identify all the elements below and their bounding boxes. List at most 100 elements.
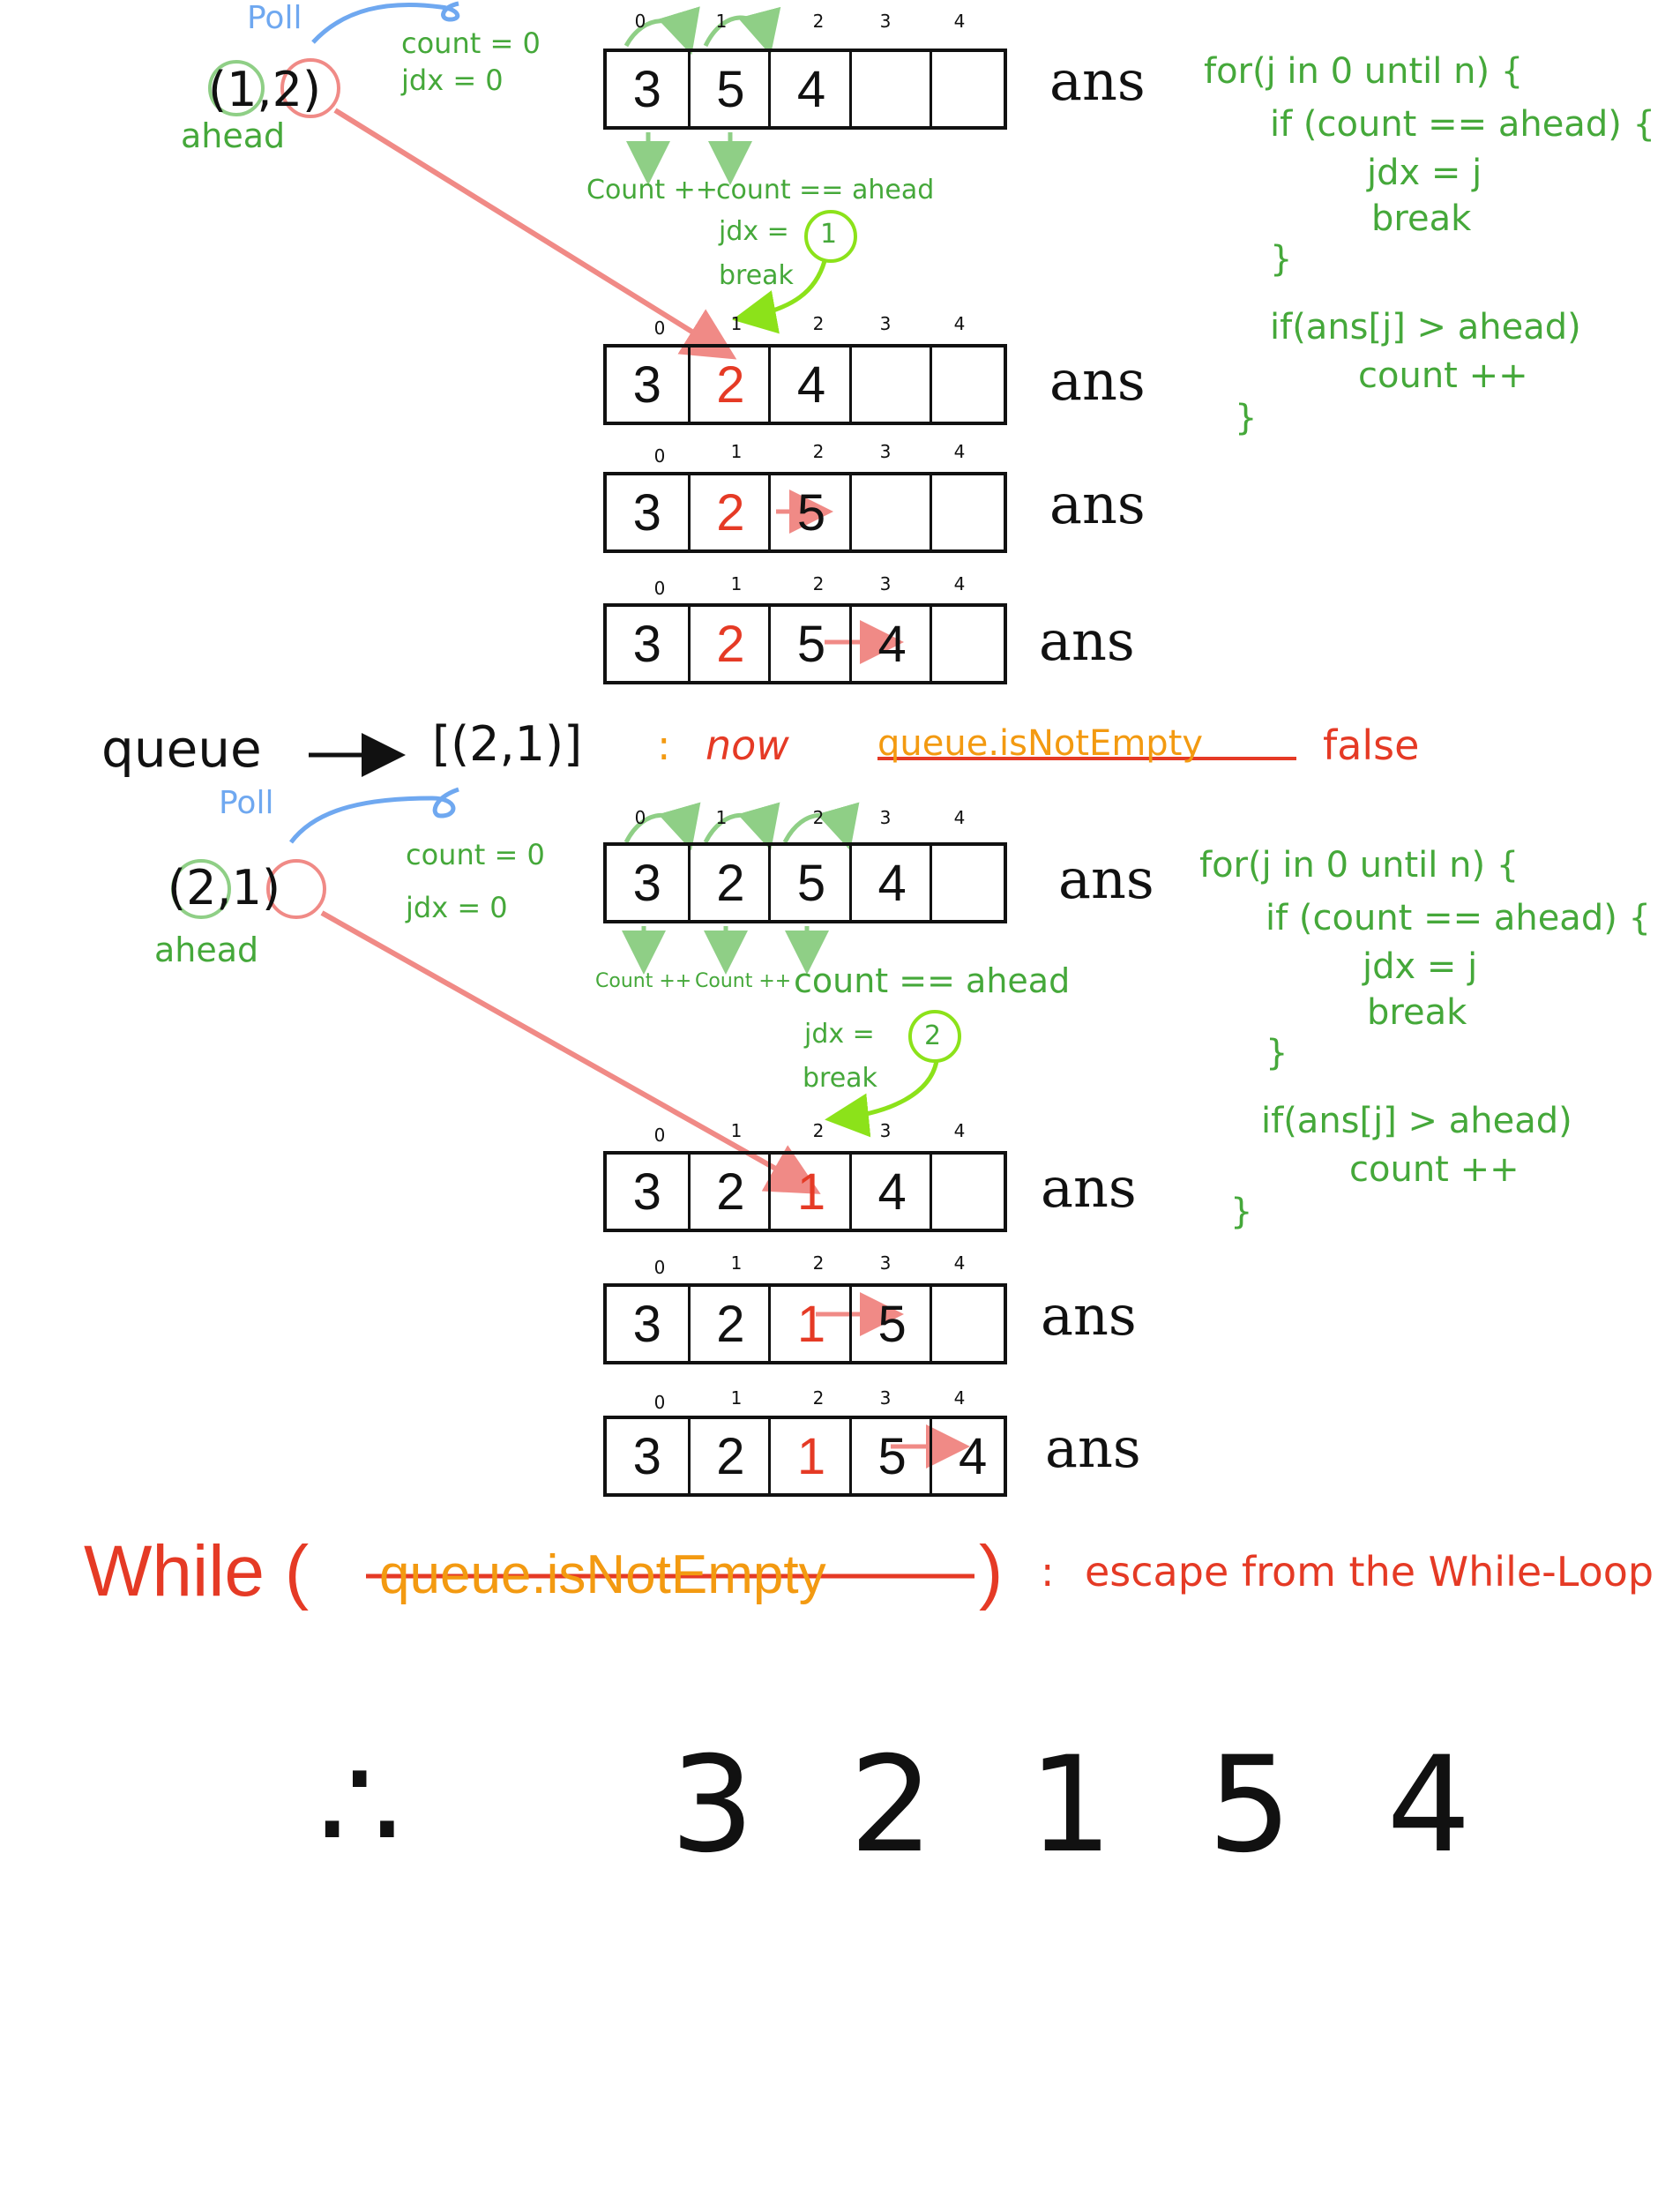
array-cell [930, 846, 1013, 920]
poll-label-bottom: Poll [219, 785, 274, 821]
array-cell-inserted: 1 [768, 1419, 852, 1493]
code-close1-bottom: } [1266, 1033, 1288, 1073]
array-cell: 4 [848, 607, 933, 681]
index-0: 0 [653, 1125, 666, 1146]
index-4: 4 [953, 807, 966, 828]
index-2: 2 [812, 313, 825, 334]
break-label-bottom: break [803, 1063, 877, 1094]
array-cell [930, 607, 1013, 681]
queue-content: [(2,1)] [432, 716, 583, 772]
cond-bottom: count == ahead [794, 961, 1071, 1000]
array-cell: 4 [768, 52, 852, 126]
index-2: 2 [812, 573, 825, 594]
ans-label: ans [1039, 609, 1135, 673]
array-cell-inserted: 2 [687, 607, 772, 681]
index-4: 4 [953, 1120, 966, 1141]
index-2: 2 [812, 1252, 825, 1274]
index-4: 4 [953, 1387, 966, 1409]
jdx-init-top: jdx = 0 [401, 64, 504, 97]
array-cell: 3 [632, 483, 661, 542]
cond-top: count == ahead [716, 175, 935, 206]
count-init-top: count = 0 [401, 26, 541, 60]
array-cell: 3 [632, 1427, 661, 1485]
code-close1-top: } [1270, 239, 1293, 280]
while-prefix: While ( [84, 1531, 310, 1611]
array-cell: 2 [687, 1419, 772, 1493]
code-if2-top: if(ans[j] > ahead) [1270, 307, 1581, 348]
array-cell: 4 [848, 846, 933, 920]
index-4: 4 [953, 313, 966, 334]
queue-label: queue [101, 719, 262, 779]
array-cell [848, 348, 933, 422]
target-circle-bottom [266, 859, 326, 919]
ans-label: ans [1045, 1416, 1141, 1480]
count-inc2-bottom: Count ++ [695, 970, 792, 992]
index-1: 1 [730, 313, 743, 334]
index-3: 3 [879, 313, 892, 334]
poll-curve-top [311, 1, 460, 44]
array-cell: 5 [687, 52, 772, 126]
therefore-symbol: ∴ [317, 1729, 402, 1882]
queue-colon: : [657, 721, 671, 769]
scan-hop-0-1-b [623, 802, 701, 851]
code-for-top: for(j in 0 until n) { [1204, 51, 1524, 92]
index-2: 2 [812, 11, 825, 32]
index-3: 3 [879, 807, 892, 828]
jdx-to-slot-arrow-top [732, 260, 827, 334]
code-count-bottom: count ++ [1349, 1149, 1519, 1190]
code-count-top: count ++ [1358, 355, 1528, 396]
array-cell: 5 [848, 1419, 933, 1493]
ans-label: ans [1041, 1283, 1137, 1348]
code-jdx-bottom: jdx = j [1363, 946, 1478, 987]
count-inc-top: Count ++ [586, 175, 718, 206]
ahead-label-bottom: ahead [154, 931, 259, 969]
index-3: 3 [879, 1387, 892, 1409]
index-3: 3 [879, 573, 892, 594]
jdx-value-top: 1 [820, 219, 838, 250]
ans-label: ans [1049, 472, 1146, 536]
scan-hop-2-3-b [782, 802, 860, 851]
code-for-bottom: for(j in 0 until n) { [1199, 845, 1519, 886]
index-2: 2 [812, 1387, 825, 1409]
scan-hop-1-2 [703, 6, 781, 56]
jdx-set-bottom: jdx = [804, 1019, 875, 1050]
array-cell: 3 [632, 615, 661, 673]
jdx-circle-top [804, 210, 857, 263]
scan-hop-1-2-b [703, 802, 780, 851]
array-cell [930, 348, 1013, 422]
queue-struck-text: queue.isNotEmpty [877, 723, 1204, 764]
result-digits: 3 2 1 5 4 [670, 1729, 1497, 1882]
index-0: 0 [653, 318, 666, 339]
index-0: 0 [653, 578, 666, 599]
ans-array-top-3: 3 2 5 4 [603, 603, 1007, 684]
index-4: 4 [953, 11, 966, 32]
index-1: 1 [715, 807, 728, 828]
index-4: 4 [953, 573, 966, 594]
code-if-top: if (count == ahead) { [1270, 104, 1655, 145]
index-4: 4 [953, 1252, 966, 1274]
index-0: 0 [634, 807, 646, 828]
code-break-top: break [1371, 198, 1472, 239]
index-1: 1 [730, 573, 743, 594]
index-3: 3 [879, 441, 892, 462]
ans-label: ans [1041, 1155, 1137, 1220]
ans-array-top-1: 3 2 4 [603, 344, 1007, 425]
array-cell: 5 [768, 607, 852, 681]
break-label-top: break [719, 260, 794, 291]
array-cell: 2 [687, 1155, 772, 1229]
code-break-bottom: break [1367, 992, 1467, 1033]
jdx-to-slot-arrow-bottom [825, 1060, 939, 1138]
ans-array-top-2: 3 2 5 [603, 472, 1007, 553]
ahead-circle-top [208, 60, 265, 116]
pair-bottom: (2,1) [168, 860, 281, 916]
ans-array-bottom-0: 3 2 5 4 [603, 842, 1007, 923]
array-cell: 3 [632, 1295, 661, 1353]
count-init-bottom: count = 0 [406, 838, 545, 871]
code-jdx-top: jdx = j [1367, 153, 1482, 193]
index-1: 1 [730, 1387, 743, 1409]
index-1: 1 [730, 1252, 743, 1274]
array-cell: 4 [768, 348, 852, 422]
array-cell [930, 1287, 1013, 1361]
ans-label: ans [1058, 847, 1154, 911]
poll-curve-bottom [289, 787, 459, 844]
